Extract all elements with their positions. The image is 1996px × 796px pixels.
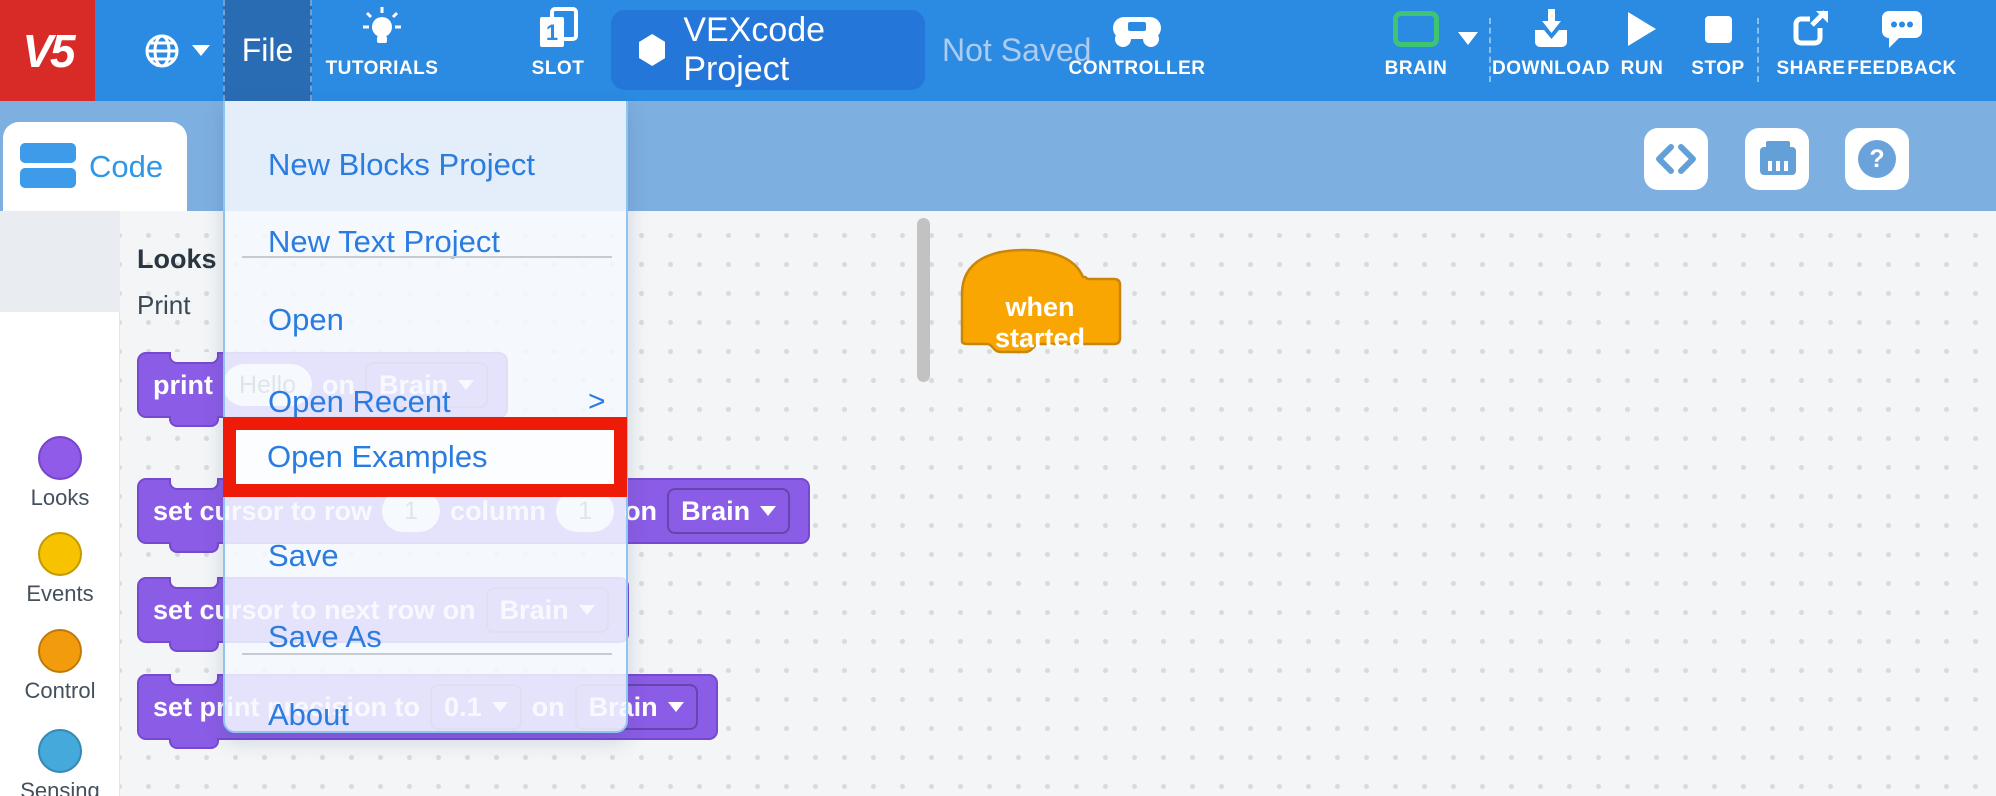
control-category-icon: [38, 629, 82, 673]
selected-category-highlight: [0, 211, 120, 312]
stop-label: STOP: [1691, 58, 1745, 79]
events-category-icon: [38, 532, 82, 576]
vertical-scrollbar[interactable]: [917, 218, 930, 382]
palette-section-label: Print: [137, 290, 191, 320]
code-tab[interactable]: Code: [3, 122, 187, 211]
brain-icon: [1393, 11, 1439, 47]
slot-pages-icon: 1: [532, 0, 584, 58]
controller-icon: [1110, 0, 1164, 58]
feedback-label: FEEDBACK: [1847, 58, 1957, 79]
lightbulb-icon: [359, 0, 405, 58]
hat-block-label: when started: [994, 292, 1086, 353]
brain-console-icon: [1760, 141, 1796, 175]
run-button[interactable]: RUN: [1609, 0, 1675, 101]
category-label: Looks: [30, 485, 90, 510]
hat-block-shape: [960, 248, 1122, 354]
sidebar-category-sensing[interactable]: Sensing: [0, 729, 120, 796]
share-button[interactable]: SHARE: [1770, 0, 1852, 101]
language-caret-icon: [191, 45, 210, 56]
save-status: Not Saved: [942, 32, 1092, 68]
dropdown-value: Brain: [681, 495, 751, 526]
sidebar-category-control[interactable]: Control: [0, 629, 120, 704]
feedback-button[interactable]: FEEDBACK: [1847, 0, 1956, 101]
controller-button[interactable]: CONTROLLER: [1069, 0, 1205, 101]
submenu-arrow-icon: >: [588, 385, 606, 418]
block-dropdown[interactable]: Brain: [667, 488, 791, 534]
sensing-category-icon: [38, 729, 82, 773]
toolbar-divider: [1489, 18, 1491, 82]
download-label: DOWNLOAD: [1492, 58, 1610, 79]
dropdown-caret-icon: [667, 702, 684, 712]
looks-category-icon: [38, 436, 82, 480]
tutorial-highlight-box: Open Examples: [223, 417, 627, 497]
toolbar-divider: [1757, 18, 1759, 82]
share-icon: [1790, 0, 1832, 58]
dropdown-caret-icon: [760, 506, 777, 516]
run-label: RUN: [1620, 58, 1664, 79]
menu-item-open-examples[interactable]: Open Examples: [267, 439, 488, 474]
sidebar-category-looks[interactable]: Looks: [0, 436, 120, 511]
menu-divider: [242, 653, 612, 655]
menu-item-new-text-project[interactable]: New Text Project: [268, 224, 501, 259]
code-brackets-icon: [1656, 144, 1696, 174]
top-toolbar: V5 File: [0, 0, 1996, 101]
question-mark-icon: ?: [1858, 140, 1896, 178]
category-sidebar: LooksEventsControlSensingOperatorsVariab…: [0, 211, 120, 796]
block-label: print: [153, 369, 213, 400]
when-started-block[interactable]: when started: [958, 248, 1122, 354]
menu-item-save-as[interactable]: Save As: [268, 619, 382, 654]
tutorials-button[interactable]: TUTORIALS: [326, 0, 438, 101]
menu-item-new-blocks-project[interactable]: New Blocks Project: [268, 147, 536, 182]
project-name-button[interactable]: VEXcode Project: [611, 10, 925, 90]
file-menu-label: File: [241, 32, 294, 68]
stop-icon: [1704, 0, 1732, 58]
download-button[interactable]: DOWNLOAD: [1492, 0, 1610, 101]
project-title: VEXcode Project: [683, 11, 826, 88]
v5-logo: V5: [0, 0, 95, 101]
brain-caret-icon[interactable]: [1458, 32, 1478, 45]
slot-button[interactable]: 1 SLOT: [512, 0, 604, 101]
blocks-icon: [20, 141, 78, 193]
globe-icon: [145, 34, 178, 67]
palette-category-header: Looks: [137, 244, 217, 274]
menu-item-about[interactable]: About: [268, 697, 350, 732]
menu-divider: [242, 256, 612, 258]
slot-number: 1: [546, 20, 558, 45]
stop-button[interactable]: STOP: [1683, 0, 1753, 101]
menu-item-open-recent[interactable]: Open Recent: [268, 384, 451, 419]
v5-logo-text: V5: [22, 24, 75, 77]
slot-label: SLOT: [531, 58, 585, 79]
run-icon: [1628, 0, 1656, 58]
file-menu-button[interactable]: File: [223, 0, 312, 101]
category-label: Control: [24, 678, 96, 703]
brain-label: BRAIN: [1384, 58, 1448, 79]
menu-item-open[interactable]: Open: [268, 302, 344, 337]
category-label: Events: [26, 581, 94, 606]
hexagon-project-icon: [639, 34, 666, 66]
brain-button[interactable]: BRAIN: [1373, 0, 1459, 101]
feedback-icon: [1879, 0, 1925, 58]
category-label: Sensing: [20, 778, 100, 796]
language-menu-button[interactable]: [128, 0, 223, 101]
toggle-text-view-button[interactable]: [1644, 128, 1708, 190]
share-label: SHARE: [1776, 58, 1846, 79]
controller-label: CONTROLLER: [1068, 58, 1206, 79]
print-console-button[interactable]: [1745, 128, 1809, 190]
menu-item-save[interactable]: Save: [268, 538, 339, 573]
sidebar-category-events[interactable]: Events: [0, 532, 120, 607]
download-icon: [1529, 0, 1573, 58]
tutorials-label: TUTORIALS: [325, 58, 439, 79]
help-button[interactable]: ?: [1845, 128, 1909, 190]
code-tab-label: Code: [89, 148, 164, 184]
block-label: on: [624, 495, 658, 526]
